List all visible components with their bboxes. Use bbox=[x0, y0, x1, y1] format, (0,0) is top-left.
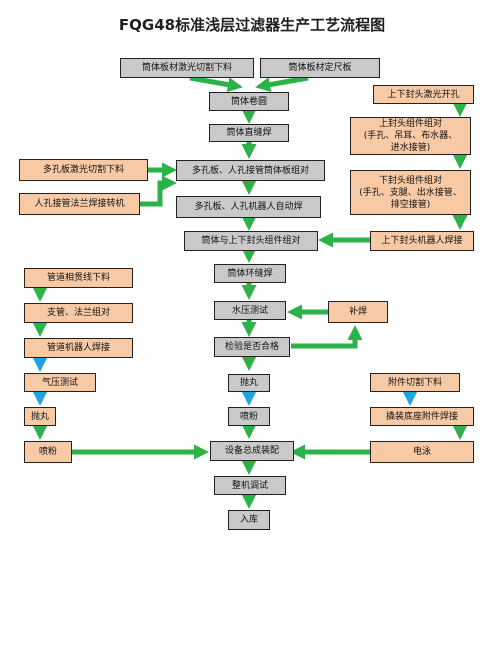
box-final-assembly: 设备总成装配 bbox=[210, 441, 294, 461]
box-base-weld: 撬装底座附件焊接 bbox=[370, 407, 474, 426]
box-auto-weld: 多孔板、人孔机器人自动焊 bbox=[176, 196, 321, 218]
arrow-flange-to-assembly bbox=[140, 175, 177, 207]
box-inspection: 检验是否合格 bbox=[214, 337, 290, 357]
box-flange-weld: 人孔接管法兰焊接转机 bbox=[19, 193, 140, 215]
box-lower-head-assembly: 下封头组件组对 (手孔、支腿、出水接管、 排空接管) bbox=[350, 170, 471, 215]
box-water-test: 水压测试 bbox=[214, 301, 286, 320]
box-laser-cut: 筒体板材激光切割下料 bbox=[120, 58, 254, 78]
box-pipe-spray: 喷粉 bbox=[24, 441, 72, 463]
box-repair-weld: 补焊 bbox=[328, 301, 388, 323]
box-pair-assembly: 多孔板、人孔接管筒体板组对 bbox=[176, 160, 325, 181]
box-straight-weld: 筒体直缝焊 bbox=[209, 124, 289, 142]
box-branch-flange: 支管、法兰组对 bbox=[24, 303, 133, 323]
box-machine-test: 整机调试 bbox=[214, 476, 286, 495]
box-electrophoresis: 电泳 bbox=[370, 441, 474, 463]
box-warehouse: 入库 bbox=[228, 510, 270, 530]
box-rolling: 筒体卷圆 bbox=[209, 92, 289, 111]
box-pipe-cut: 管道相贯线下料 bbox=[24, 268, 133, 288]
box-perforated-cut: 多孔板激光切割下料 bbox=[19, 159, 148, 181]
box-air-test: 气压测试 bbox=[24, 373, 96, 392]
page-title: FQG48标准浅层过滤器生产工艺流程图 bbox=[118, 16, 386, 34]
box-circ-weld: 筒体环缝焊 bbox=[214, 264, 286, 283]
arrow-laser-to-rolling bbox=[189, 75, 243, 93]
box-upper-head-assembly: 上封头组件组对 (手孔、吊耳、布水器、 进水接管) bbox=[350, 117, 471, 155]
box-accessory-cut: 附件切割下料 bbox=[370, 373, 460, 392]
arrow-inspect-to-repair bbox=[291, 325, 363, 349]
box-polishing: 抛丸 bbox=[228, 374, 270, 392]
box-head-robot-weld: 上下封头机器人焊接 bbox=[370, 231, 474, 251]
box-pipe-polish: 抛丸 bbox=[24, 407, 56, 426]
box-powder-spray: 喷粉 bbox=[228, 407, 270, 426]
box-upper-head-laser: 上下封头激光开孔 bbox=[373, 85, 474, 104]
box-head-assembly: 筒体与上下封头组件组对 bbox=[184, 231, 318, 251]
arrow-fixed-to-rolling bbox=[255, 75, 309, 93]
box-pipe-robot-weld: 管道机器人焊接 bbox=[24, 338, 133, 358]
box-fixed-size: 筒体板材定尺板 bbox=[260, 58, 380, 78]
